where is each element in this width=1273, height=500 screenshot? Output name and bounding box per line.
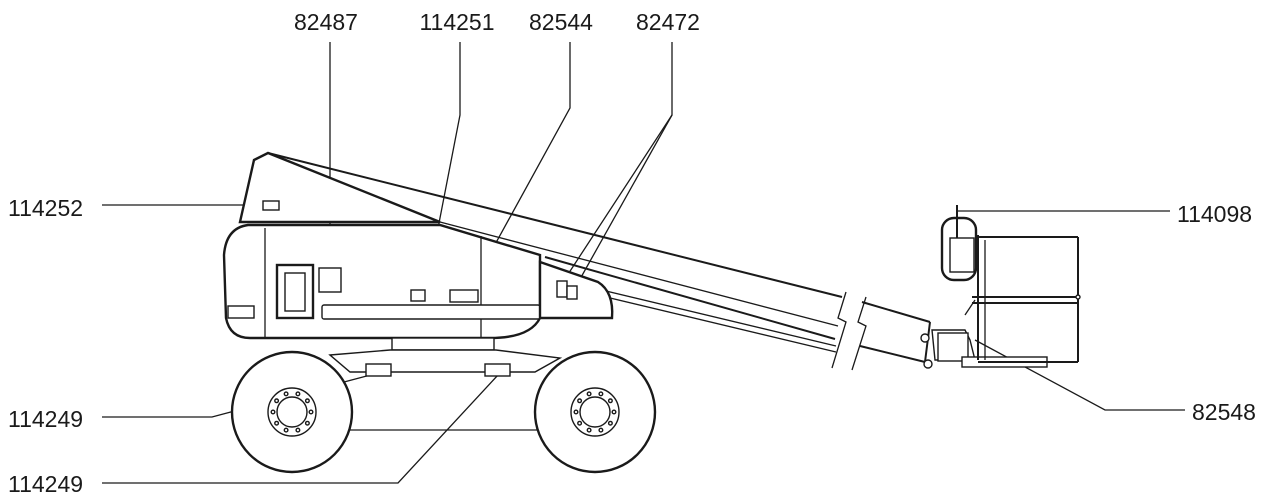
ground-control-panel [285, 273, 305, 311]
label-114251: 114251 [419, 9, 494, 35]
leader-82472-a [561, 42, 672, 285]
decal-82544 [450, 290, 478, 302]
boom-top-edge-b [862, 302, 930, 322]
turntable [224, 225, 612, 338]
decal-114249-upper [366, 364, 391, 376]
lug-nut [306, 421, 310, 425]
lug-nut [275, 421, 279, 425]
front-wheel [232, 352, 352, 472]
lug-nut [599, 392, 603, 396]
lug-nut [296, 392, 300, 396]
rear-hub [580, 397, 610, 427]
front-hub [277, 397, 307, 427]
label-114252: 114252 [8, 195, 83, 221]
decal-82487 [319, 268, 341, 292]
lug-nut [296, 428, 300, 432]
turntable-left-step [228, 306, 254, 318]
boom-pivot-lower [924, 360, 932, 368]
decal-82472-a [557, 281, 567, 297]
platform-control-box [950, 238, 974, 272]
lug-nut [574, 410, 578, 414]
label-82472: 82472 [636, 9, 700, 35]
decal-114249-lower [485, 364, 510, 376]
label-114249-upper: 114249 [8, 406, 83, 432]
platform-rail-pin [1076, 295, 1080, 299]
decal-114252 [263, 201, 279, 210]
leader-82548 [975, 340, 1185, 410]
chassis-frame [330, 350, 560, 372]
boom-base-housing [240, 153, 440, 222]
lug-nut [284, 428, 288, 432]
lug-nut [578, 399, 582, 403]
boom-break-right [852, 297, 866, 370]
lug-nut [599, 428, 603, 432]
platform [932, 205, 1080, 367]
turntable-body [224, 225, 540, 338]
lug-nut [306, 399, 310, 403]
lug-nut [271, 410, 275, 414]
lug-nut [587, 392, 591, 396]
turntable-bottom-rail [322, 305, 540, 319]
boom-pivot-upper [921, 334, 929, 342]
label-82487: 82487 [294, 9, 358, 35]
lug-nut [612, 410, 616, 414]
turntable-bearing [392, 338, 494, 350]
lug-nut [578, 421, 582, 425]
boom-lower-edge-b [860, 346, 925, 362]
leader-82472-b [575, 115, 672, 288]
boom-break-left [832, 292, 846, 368]
lug-nut [275, 399, 279, 403]
lug-nut [284, 392, 288, 396]
chassis [330, 338, 560, 430]
label-82548: 82548 [1192, 399, 1256, 425]
lug-nut [609, 399, 613, 403]
rear-wheel [535, 352, 655, 472]
lug-nut [609, 421, 613, 425]
label-82544: 82544 [529, 9, 593, 35]
label-114249-lower: 114249 [8, 471, 83, 497]
decal-114251 [411, 290, 425, 301]
lug-nut [309, 410, 313, 414]
lug-nut [587, 428, 591, 432]
decal-82472-b [567, 286, 577, 299]
label-114098: 114098 [1177, 201, 1252, 227]
